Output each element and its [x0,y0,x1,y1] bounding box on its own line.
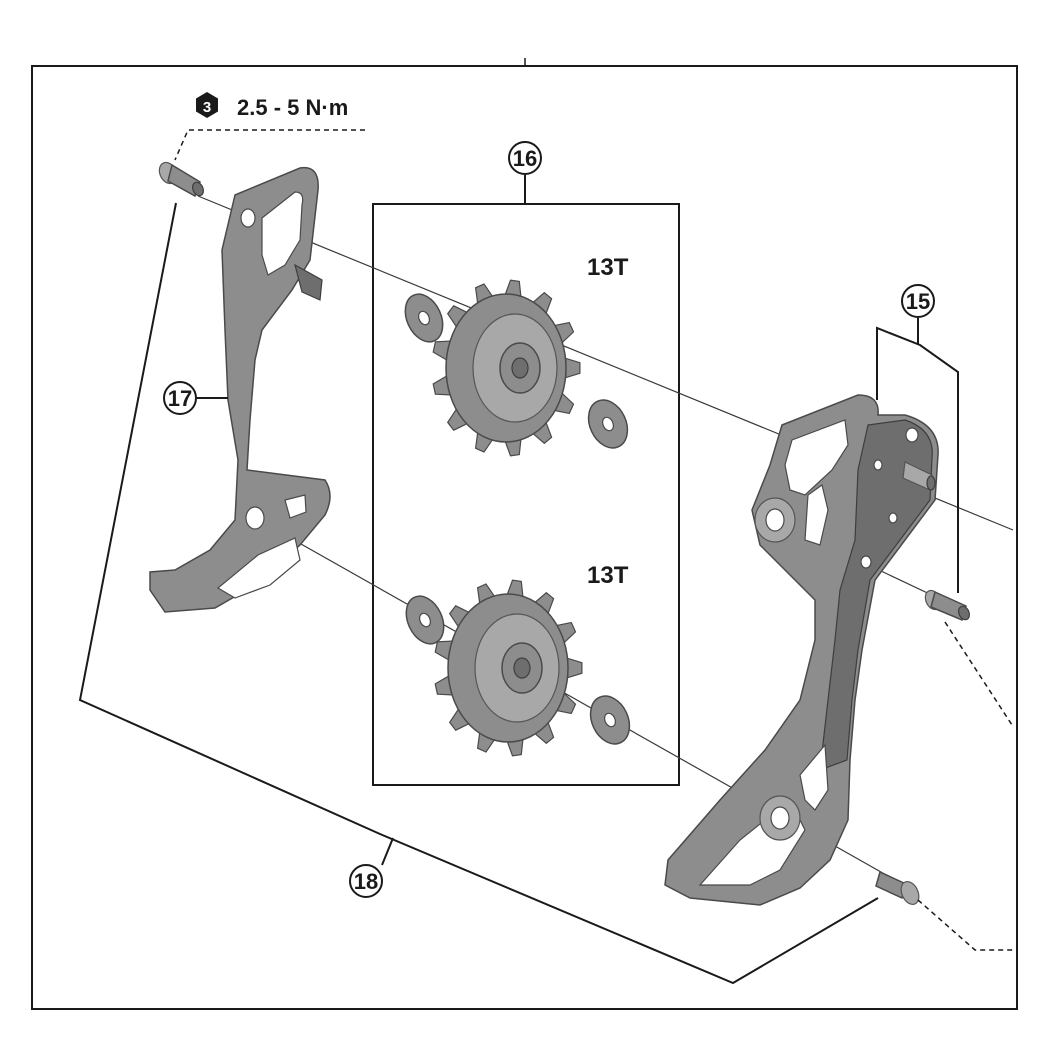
callout-17: 17 [163,381,197,415]
callout-18-leader [381,837,394,866]
lower-pulley-teeth-label: 13T [587,562,629,589]
svg-text:17: 17 [168,386,192,411]
callout-18: 18 [349,864,383,898]
lower-pulley-wheel [434,579,583,757]
callout-16: 16 [508,141,542,175]
upper-pulley-teeth-label: 13T [587,254,629,281]
outer-plate-part [664,394,939,906]
svg-text:18: 18 [354,869,378,894]
torque-spec: 3 2.5 - 5 N·m [174,92,365,161]
hex-badge-icon [196,92,218,118]
torque-badge-number: 3 [203,99,211,116]
lower-bolt-dashed-leader [917,899,1015,951]
lower-pulley-washer-right [589,695,631,745]
callout-15: 15 [901,284,935,318]
pulley-bolt-lower [875,870,920,905]
mid-bolt-dashed-leader [944,621,1013,726]
cage-pivot-bolt [924,589,971,622]
lower-pulley-washer-left [405,595,445,645]
upper-pulley-wheel [432,279,581,457]
torque-value: 2.5 - 5 N·m [237,95,348,120]
callout-18-bracket [78,202,879,985]
upper-pulley-washer-left [404,293,444,343]
callout-15-bracket [876,326,959,593]
pulley-bolt-upper [158,161,205,198]
svg-text:15: 15 [906,289,930,314]
torque-leader [174,129,365,161]
svg-text:16: 16 [513,146,537,171]
upper-pulley-washer-right [587,399,629,449]
inner-plate-part [149,166,331,613]
